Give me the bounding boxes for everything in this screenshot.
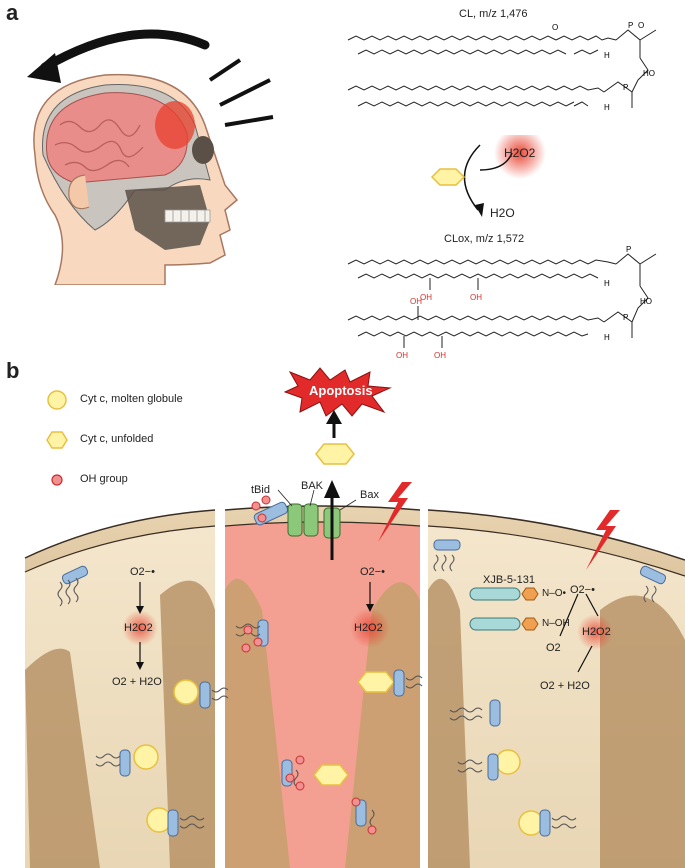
right-products-label: O2 + H2O xyxy=(540,680,590,692)
mitochondria-panels xyxy=(24,410,685,868)
legend-label-oh: OH group xyxy=(80,473,128,485)
legend: Cyt c, molten globule Cyt c, unfolded OH… xyxy=(42,388,242,498)
right-compound-label: XJB-5-131 xyxy=(483,574,535,586)
legend-label-molten: Cyt c, molten globule xyxy=(80,393,183,405)
right-o2rad-label: O2−• xyxy=(570,584,595,596)
hexagon-icon xyxy=(430,168,466,186)
svg-text:H: H xyxy=(604,103,610,112)
reaction-arrow xyxy=(430,135,546,217)
apoptosis-burst xyxy=(283,367,392,417)
hexagon-icon xyxy=(46,431,68,449)
svg-text:P: P xyxy=(626,245,631,254)
protein-label-bak: BAK xyxy=(301,480,324,492)
lightning-icon xyxy=(586,510,620,570)
svg-text:O: O xyxy=(638,21,644,30)
svg-text:OH: OH xyxy=(434,351,446,360)
svg-text:H: H xyxy=(604,279,610,288)
h2o2-label-a: H2O2 xyxy=(504,146,536,160)
left-o2-label: O2−• xyxy=(130,566,155,578)
clox-label: CLox, m/z 1,572 xyxy=(444,233,525,245)
protein-label-bax: Bax xyxy=(360,489,379,501)
svg-text:O: O xyxy=(552,23,558,32)
red-dot-icon xyxy=(51,474,63,486)
svg-text:HO: HO xyxy=(640,297,652,306)
h2o-label-a: H2O xyxy=(490,206,515,220)
svg-text:OH: OH xyxy=(420,293,432,302)
lightning-icon xyxy=(378,482,412,542)
hexagon-icon xyxy=(315,443,355,465)
right-h2o2-label: H2O2 xyxy=(582,626,611,638)
svg-text:OH: OH xyxy=(470,293,482,302)
panel-b-letter: b xyxy=(6,358,20,383)
right-no-label: N–O• xyxy=(542,588,567,599)
svg-text:H: H xyxy=(604,333,610,342)
svg-text:H: H xyxy=(604,51,610,60)
clox-structure: OH OH OH OH OH P HO P H H xyxy=(347,245,657,360)
middle-o2-label: O2−• xyxy=(360,566,385,578)
cl-label: CL, m/z 1,476 xyxy=(459,8,528,20)
svg-text:P: P xyxy=(623,83,628,92)
head-illustration xyxy=(27,29,274,285)
legend-label-unfolded: Cyt c, unfolded xyxy=(80,433,154,445)
middle-h2o2-label: H2O2 xyxy=(354,622,383,634)
left-h2o2-label: H2O2 xyxy=(124,622,153,634)
right-noh-label: N–OH xyxy=(542,618,570,629)
svg-text:HO: HO xyxy=(643,69,655,78)
svg-text:OH: OH xyxy=(396,351,408,360)
panel-a-letter: a xyxy=(6,0,19,25)
right-o2-label: O2 xyxy=(546,642,561,654)
svg-text:P: P xyxy=(623,313,628,322)
circle-icon xyxy=(47,390,67,410)
motion-arrow-icon xyxy=(40,29,210,72)
apoptosis-label: Apoptosis xyxy=(309,383,373,398)
cl-structure: O P O HO P H H xyxy=(347,21,657,112)
svg-text:P: P xyxy=(628,21,633,30)
protein-label-tbid: tBid xyxy=(251,484,270,496)
svg-text:OH: OH xyxy=(410,297,422,306)
left-products-label: O2 + H2O xyxy=(112,676,162,688)
